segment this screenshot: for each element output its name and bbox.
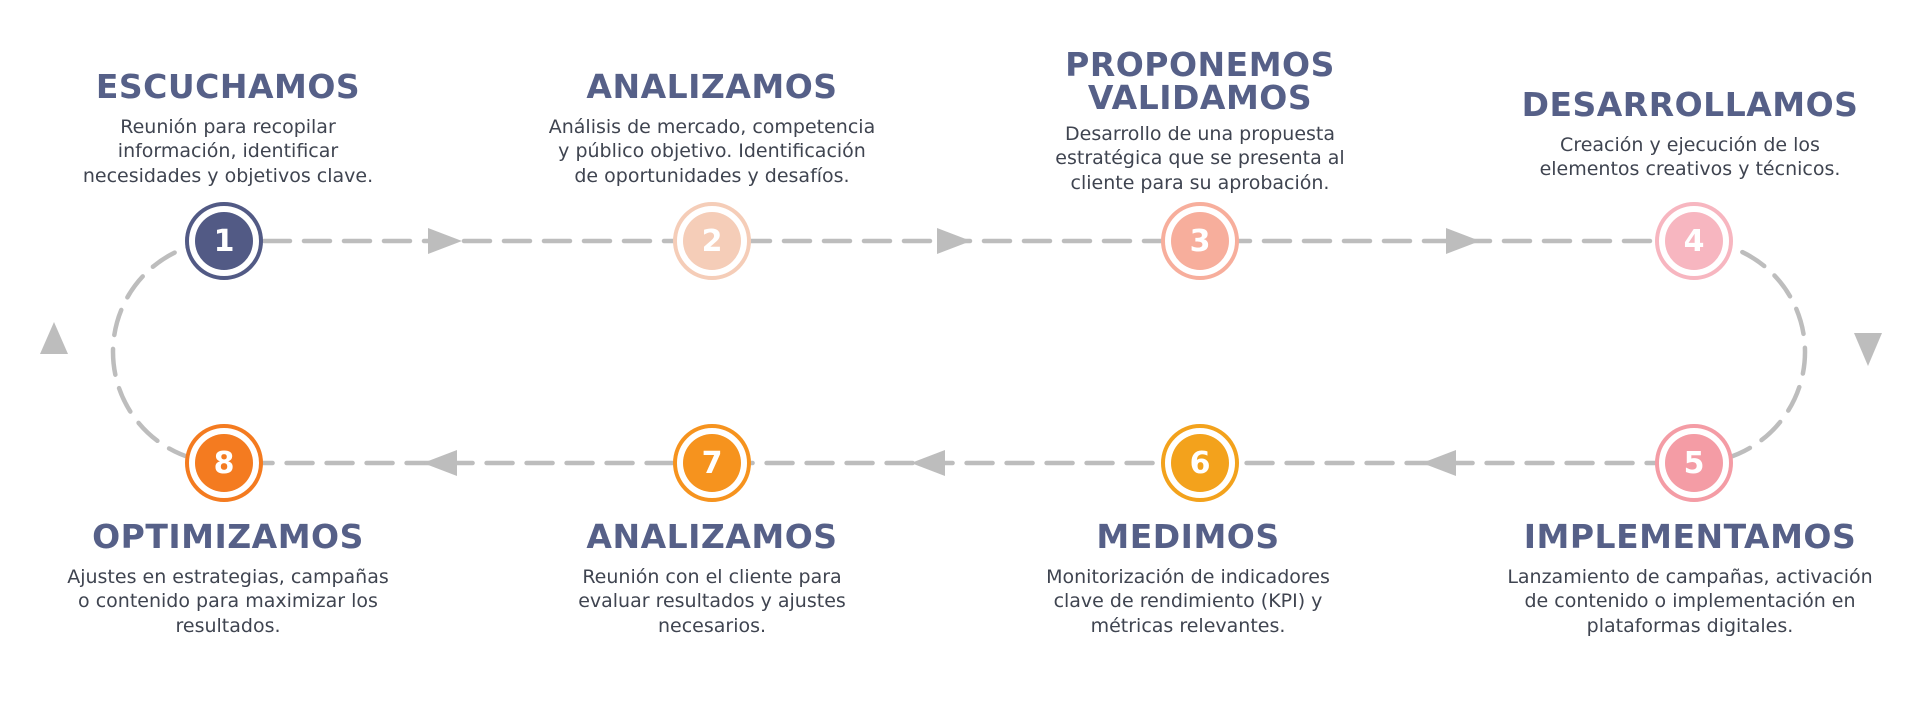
step-2-description: Análisis de mercado, competencia y públi… [548,116,876,187]
step-5-text: IMPLEMENTAMOS Lanzamiento de campañas, a… [1500,520,1880,638]
step-8-title: OPTIMIZAMOS [92,517,364,556]
arrow-left-icon [423,450,457,476]
step-1-node: 1 [185,202,263,280]
step-4-text: DESARROLLAMOS Creación y ejecución de lo… [1500,88,1880,182]
step-4-title: DESARROLLAMOS [1521,85,1859,124]
step-4-node: 4 [1655,202,1733,280]
step-1-number: 1 [195,212,253,270]
arrow-right-icon [937,228,971,254]
step-6-title: MEDIMOS [1096,517,1280,556]
step-6-description: Monitorización de indicadores clave de r… [1046,566,1330,637]
step-5-node: 5 [1655,424,1733,502]
step-3-number: 3 [1171,212,1229,270]
step-1-description: Reunión para recopilar información, iden… [82,116,374,187]
arrow-left-icon [1422,450,1456,476]
step-2-title: ANALIZAMOS [586,67,838,106]
step-6-number: 6 [1171,434,1229,492]
step-7-title: ANALIZAMOS [586,517,838,556]
step-7-number: 7 [683,434,741,492]
arrow-left-icon [911,450,945,476]
step-6-node: 6 [1161,424,1239,502]
arrow-right-icon [428,228,462,254]
step-2-node: 2 [673,202,751,280]
arrow-up-icon [40,322,68,354]
step-2-text: ANALIZAMOS Análisis de mercado, competen… [522,70,902,188]
step-4-description: Creación y ejecución de los elementos cr… [1539,134,1841,181]
step-7-text: ANALIZAMOS Reunión con el cliente para e… [522,520,902,638]
step-7-description: Reunión con el cliente para evaluar resu… [578,566,846,637]
step-3-text: PROPONEMOS VALIDAMOS Desarrollo de una p… [1010,48,1390,195]
step-2-number: 2 [683,212,741,270]
step-1-title: ESCUCHAMOS [95,67,361,106]
dashed-loop-path [110,238,1808,466]
step-3-node: 3 [1161,202,1239,280]
step-8-description: Ajustes en estrategias, campañas o conte… [67,566,389,637]
arrow-right-icon [1446,228,1480,254]
step-6-text: MEDIMOS Monitorización de indicadores cl… [998,520,1378,638]
step-5-description: Lanzamiento de campañas, activación de c… [1507,566,1873,637]
step-5-number: 5 [1665,434,1723,492]
step-4-number: 4 [1665,212,1723,270]
arrow-down-icon [1854,333,1882,366]
step-3-description: Desarrollo de una propuesta estratégica … [1055,123,1345,194]
step-5-title: IMPLEMENTAMOS [1523,517,1857,556]
step-7-node: 7 [673,424,751,502]
step-8-number: 8 [195,434,253,492]
step-1-text: ESCUCHAMOS Reunión para recopilar inform… [38,70,418,188]
step-8-text: OPTIMIZAMOS Ajustes en estrategias, camp… [38,520,418,638]
step-8-node: 8 [185,424,263,502]
step-3-title: PROPONEMOS VALIDAMOS [1065,45,1335,117]
